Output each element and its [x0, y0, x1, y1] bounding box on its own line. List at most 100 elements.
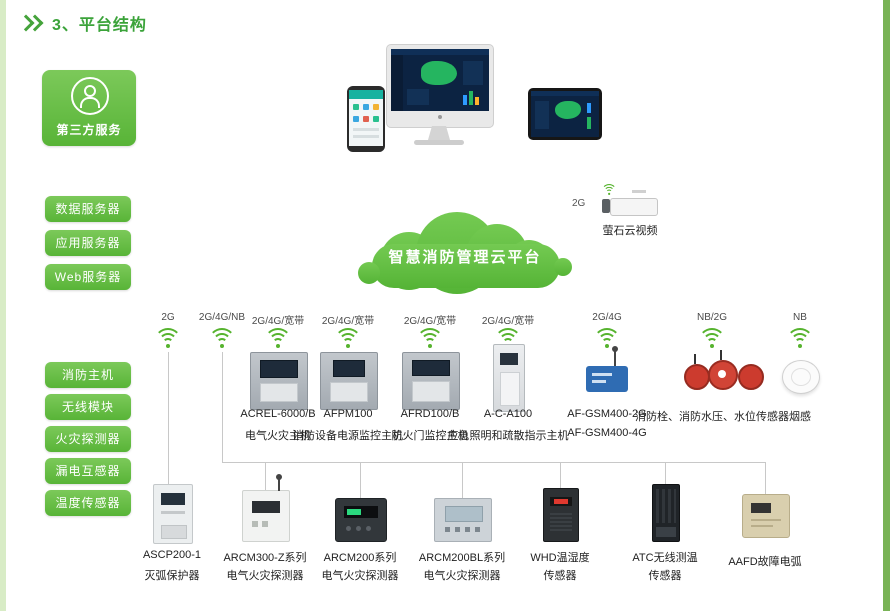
server-item-web: Web服务器 — [45, 264, 131, 290]
connector-line — [560, 462, 561, 488]
network-label-5: 2G/4G/宽带 — [481, 316, 535, 327]
network-label-0: 2G — [161, 312, 175, 323]
camera-group: 2G 萤石云视频 — [572, 184, 688, 240]
phone-screen — [349, 90, 383, 146]
model-label-afpm100: AFPM100 — [323, 408, 373, 420]
name-label-smoke: 烟感 — [789, 411, 811, 423]
left-edge-bar — [0, 0, 6, 611]
device-aca100 — [493, 344, 525, 412]
connector-line — [265, 462, 266, 490]
connector-bus-line — [222, 462, 765, 463]
module-item-temp-sensor: 温度传感器 — [45, 490, 131, 516]
network-label-3: 2G/4G/宽带 — [321, 316, 375, 327]
model-label-afgsm400-2g: AF-GSM400-2G — [567, 408, 647, 420]
model-label-afgsm400-4g: AF-GSM400-4G — [567, 427, 647, 439]
network-label-1: 2G/4G/NB — [198, 312, 246, 323]
wifi-icon-6 — [593, 328, 621, 348]
device-arcm200 — [335, 498, 387, 542]
wifi-icon-1 — [208, 328, 236, 348]
name-label-arcm200bl: 电气火灾探测器 — [423, 570, 501, 582]
person-icon-body — [80, 97, 100, 108]
wifi-icon-8 — [786, 328, 814, 348]
model-label-arcm300z: ARCM300-Z系列 — [223, 552, 307, 564]
device-afpm100 — [320, 352, 378, 410]
model-label-ascp200: ASCP200-1 — [142, 549, 202, 561]
connector-line — [222, 352, 223, 462]
network-label-7: NB/2G — [696, 312, 727, 323]
camera-network-label: 2G — [572, 198, 586, 209]
cloud-platform: 智慧消防管理云平台 — [358, 206, 572, 294]
name-label-whd: 传感器 — [543, 570, 577, 582]
connector-line — [765, 462, 766, 494]
monitor-frame — [386, 44, 494, 128]
connector-line — [168, 352, 169, 484]
name-label-arcm300z: 电气火灾探测器 — [226, 570, 304, 582]
model-label-whd: WHD温湿度 — [530, 552, 590, 564]
camera-lens — [602, 199, 610, 213]
name-label-afpm100: 消防设备电源监控主机 — [293, 430, 403, 442]
model-label-aafd: AAFD故障电弧 — [728, 556, 802, 568]
network-label-4: 2G/4G/宽带 — [403, 316, 457, 327]
tablet-mockup — [528, 88, 602, 140]
network-label-6: 2G/4G — [592, 312, 622, 323]
name-label-atc: 传感器 — [648, 570, 682, 582]
name-label-hydrant-sensors: 消防栓、消防水压、水位传感器 — [635, 411, 789, 423]
module-item-wireless: 无线模块 — [45, 394, 131, 420]
wifi-icon-3 — [334, 328, 362, 348]
device-ascp200 — [153, 484, 193, 544]
name-label-arcm200: 电气火灾探测器 — [321, 570, 399, 582]
wifi-icon-7 — [698, 328, 726, 348]
name-label-aca100: 应急照明和疏散指示主机 — [447, 430, 569, 442]
cloud-platform-label: 智慧消防管理云平台 — [388, 249, 542, 266]
cctv-camera-icon — [610, 198, 658, 216]
dashboard-map — [421, 61, 457, 85]
device-atc — [652, 484, 680, 542]
name-label-ascp200: 灭弧保护器 — [144, 570, 200, 582]
monitor-base — [414, 140, 464, 145]
module-item-leakage-ct: 漏电互感器 — [45, 458, 131, 484]
device-aafd — [742, 494, 790, 538]
signal-icon — [601, 184, 617, 195]
connector-line — [665, 462, 666, 484]
connector-line — [462, 462, 463, 498]
model-label-aca100: A-C-A100 — [483, 408, 533, 420]
model-label-atc: ATC无线测温 — [632, 552, 698, 564]
page-title: 3、平台结构 — [52, 17, 147, 34]
wifi-icon-0 — [154, 328, 182, 348]
third-party-service-label: 第三方服务 — [56, 123, 122, 137]
module-item-fire-host: 消防主机 — [45, 362, 131, 388]
right-edge-bar — [883, 0, 890, 611]
device-afgsm400 — [586, 346, 628, 392]
monitor-logo-dot — [438, 115, 442, 119]
name-label-acrel6000: 电气火灾主机 — [245, 430, 311, 442]
module-item-fire-detector: 火灾探测器 — [45, 426, 131, 452]
network-label-8: NB — [793, 312, 807, 323]
name-label-afrd100: 防火门监控主机 — [391, 430, 469, 442]
camera-label: 萤石云视频 — [602, 225, 658, 237]
model-label-arcm200bl: ARCM200BL系列 — [418, 552, 506, 564]
network-label-2: 2G/4G/宽带 — [251, 316, 305, 327]
device-whd — [543, 488, 579, 542]
model-label-arcm200: ARCM200系列 — [323, 552, 397, 564]
device-afrd100 — [402, 352, 460, 410]
model-label-afrd100: AFRD100/B — [400, 408, 460, 420]
tablet-screen — [531, 91, 599, 137]
person-icon — [71, 77, 109, 115]
monitor-mockup — [386, 44, 496, 148]
device-acrel6000 — [250, 352, 308, 410]
wifi-icon-4 — [416, 328, 444, 348]
monitor-screen — [391, 49, 489, 111]
third-party-service-card: 第三方服务 — [42, 70, 136, 146]
device-smoke-detector — [782, 360, 820, 394]
phone-mockup — [347, 86, 385, 152]
server-item-data: 数据服务器 — [45, 196, 131, 222]
camera-mount — [632, 190, 646, 193]
device-arcm200bl — [434, 498, 492, 542]
connector-line — [360, 462, 361, 498]
wifi-icon-2 — [264, 328, 292, 348]
device-arcm300z — [242, 474, 290, 542]
device-hydrant-sensors — [680, 350, 764, 396]
monitor-stand — [428, 126, 450, 140]
model-label-acrel6000: ACREL-6000/B — [240, 408, 316, 420]
